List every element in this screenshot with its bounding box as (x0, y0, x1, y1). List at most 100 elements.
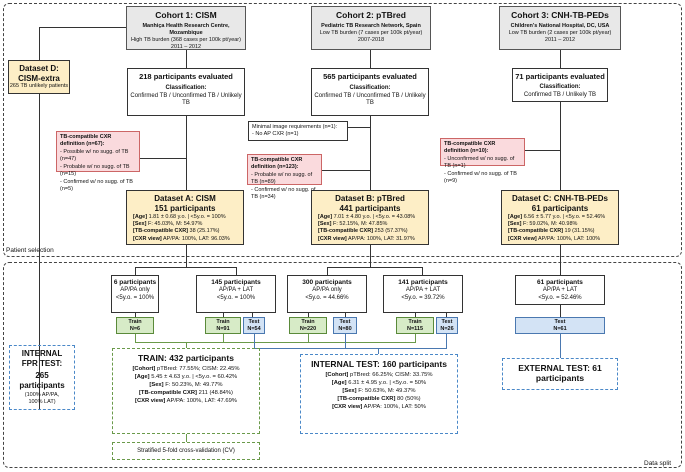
cohort-3-burden: Low TB burden (2 cases per 100k pt/year) (508, 30, 612, 37)
internal-fpr-note: 100% LAT) (28, 398, 56, 405)
tag-count: N=61 (553, 325, 567, 332)
dataset-a-box: Dataset A: CISM 151 participants [Age] 1… (126, 190, 244, 245)
exclusion-item: - Confirmed w/ no sugg. of TB (n=9) (444, 170, 517, 185)
stat-key: [CXR view] (135, 397, 166, 404)
cohort-3-class-text: Confirmed TB / Unlikely TB (523, 91, 597, 98)
dataset-c-title: Dataset C: CNH-TB-PEDs (511, 194, 608, 203)
exclusion-cism-title: TB-compatible CXR definition (n=67): (60, 134, 112, 148)
tag-count: N=54 (247, 325, 261, 332)
dataset-d-name: CISM-extra (18, 73, 60, 83)
data-split-frame (3, 262, 682, 468)
tag-label: Test (554, 319, 566, 325)
dataset-c-box: Dataset C: CNH-TB-PEDs 61 participants [… (501, 190, 619, 245)
exclusion-box-cism: TB-compatible CXR definition (n=67): - P… (56, 131, 140, 192)
cv-box: Stratified 5-fold cross-validation (CV) (112, 442, 260, 460)
cohort-1-site: Manhiça Health Research Centre, Mozambiq… (142, 23, 230, 37)
internal-test-title: INTERNAL TEST: 160 participants (311, 359, 447, 369)
train-summary-box: TRAIN: 432 participants [Cohort] pTBred:… (112, 348, 260, 434)
dataset-a-title: Dataset A: CISM (154, 194, 216, 203)
stat-key: [Cohort] (325, 372, 349, 379)
split-count: 141 participants (398, 279, 448, 286)
stat-key: [Age] (134, 374, 150, 381)
tag-label: Test (339, 319, 351, 325)
stat-value: F: 52.15%, M: 47.85% (332, 221, 388, 228)
dataset-d-title: Dataset D: (19, 64, 59, 73)
exclusion-item: - Probable w/ no sugg. of TB (n=15) (60, 163, 130, 178)
data-split-label: Data split (644, 460, 672, 467)
patient-selection-frame (3, 3, 682, 257)
dataset-d-subtitle: 265 TB unlikely patients (9, 83, 69, 90)
exclusion-box-cnh: TB-compatible CXR definition (n=10): - U… (440, 138, 525, 184)
stat-value: 80 (50%) (397, 395, 421, 402)
stat-key: [TB-compatible CXR] (133, 228, 188, 235)
stat-key: [Sex] (149, 382, 164, 389)
dataset-b-count: 441 participants (339, 203, 401, 213)
exclusion-item: - Possible w/ no sugg. of TB (n=47) (60, 148, 129, 163)
stat-key: [Age] (318, 214, 333, 221)
stat-key: [CXR view] (508, 235, 537, 242)
dataset-b-box: Dataset B: pTBred 441 participants [Age]… (311, 190, 429, 245)
cohort-2-header: Cohort 2: pTBred Pediatric TB Research N… (311, 6, 431, 50)
split-a-ap-lat: 145 participants AP/PA + LAT <5y.o. = 10… (196, 275, 276, 313)
stat-value: F: 45.03%, M: 54.97% (147, 221, 203, 228)
tag-label: Train (216, 319, 230, 325)
tag-label: Test (441, 319, 453, 325)
split-line: <5y.o. = 52.46% (538, 294, 582, 301)
patient-selection-label: Patient selection (6, 247, 54, 254)
external-test-title: EXTERNAL TEST: 61 (518, 363, 602, 373)
exclusion-box-ptbred: TB-compatible CXR definition (n=123): - … (247, 154, 322, 200)
stat-value: pTBred: 66.25%; CISM: 33.75% (349, 372, 433, 379)
min-requirements-box: Minimal image requirements (n=1): - No A… (248, 121, 348, 141)
exclusion-item: - Confirmed w/ no sugg. of TB (n=5) (60, 178, 133, 192)
stat-value: F: 50.63%, M: 49.37% (358, 388, 416, 395)
stat-key: [Age] (133, 214, 148, 221)
tag-label: Train (408, 319, 422, 325)
split-count: 145 participants (211, 279, 261, 286)
stat-value: AP/PA: 100%, LAT: 50% (363, 403, 426, 410)
stat-value: F: 59.02%, M: 40.98% (522, 221, 578, 228)
stat-key: [TB-compatible CXR] (508, 228, 563, 235)
external-test-unit: participants (535, 373, 585, 384)
cohort-1-years: 2011 – 2012 (170, 44, 202, 51)
tag-label: Train (128, 319, 142, 325)
stat-key: [CXR view] (318, 235, 347, 242)
internal-fpr-title: INTERNAL (21, 349, 63, 358)
internal-fpr-note: (100% AP/PA, (24, 392, 60, 399)
cohort-1-evaluated-count: 218 participants evaluated (139, 72, 233, 81)
tag-count: N=220 (299, 325, 317, 332)
dataset-b-title: Dataset B: pTBred (335, 194, 405, 203)
split-line: AP/PA only (312, 287, 342, 294)
train-summary-title: TRAIN: 432 participants (138, 353, 234, 363)
cohort-3-header: Cohort 3: CNH-TB-PEDs Children's Nationa… (499, 6, 621, 50)
split-count: 61 participants (537, 279, 583, 286)
split-line: <5y.o. = 100% (115, 294, 155, 301)
tag-count: N=91 (216, 325, 230, 332)
split-c-ap-lat: 61 participants AP/PA + LAT <5y.o. = 52.… (515, 275, 605, 305)
stat-value: AP/PA: 100%, LAT: 96.03% (162, 235, 230, 242)
internal-fpr-count: 265 (35, 371, 49, 381)
stat-key: [TB-compatible CXR] (318, 228, 373, 235)
stat-key: [CXR view] (332, 403, 363, 410)
exclusion-ptbred-title: TB-compatible CXR definition (n=123): (251, 157, 303, 171)
stat-value: 19 (31.15%) (564, 228, 595, 235)
tag-count: N=26 (440, 325, 454, 332)
split-count: 6 participants (113, 279, 157, 286)
stat-value: pTBred: 77.55%; CISM: 22.45% (156, 366, 240, 373)
tag-label: Train (301, 319, 315, 325)
cohort-2-evaluated: 565 participants evaluated Classificatio… (311, 68, 429, 116)
min-requirements-title: Minimal image requirements (n=1): (252, 124, 338, 130)
stat-value: AP/PA: 100%, LAT: 100% (537, 235, 601, 242)
cohort-1-header: Cohort 1: CISM Manhiça Health Research C… (126, 6, 246, 50)
stat-key: [Sex] (318, 221, 332, 228)
stat-value: AP/PA: 100%, LAT: 47.69% (166, 397, 237, 404)
cohort-2-title: Cohort 2: pTBred (336, 10, 406, 20)
cohort-2-evaluated-count: 565 participants evaluated (323, 72, 417, 81)
exclusion-item: - Unconfirmed w/ no sugg. of TB (n=1) (444, 155, 515, 170)
external-test-box: EXTERNAL TEST: 61 participants (502, 358, 618, 390)
tag-count: N=115 (406, 325, 424, 332)
cohort-1-class-text: Confirmed TB / Unconfirmed TB / Unlikely… (130, 92, 242, 107)
